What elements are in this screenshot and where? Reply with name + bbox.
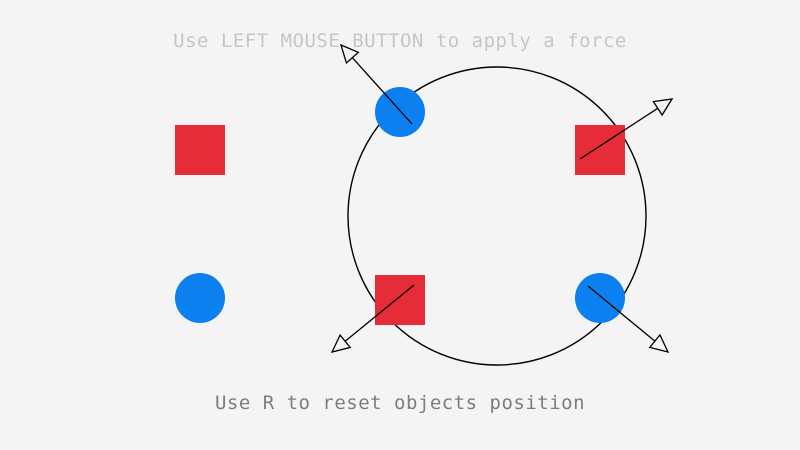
force-vector-shaft — [344, 284, 415, 342]
force-vector-arrowhead — [339, 43, 360, 65]
body-circle[interactable] — [175, 273, 225, 323]
force-vector-shaft — [579, 107, 659, 160]
force-vector — [330, 284, 415, 353]
force-vector-arrowhead — [648, 333, 670, 353]
force-vector — [587, 285, 670, 353]
boundary-ring-outline — [347, 66, 647, 366]
force-vectors-layer — [330, 43, 674, 353]
body-circle[interactable] — [375, 87, 425, 137]
force-vector-shaft — [587, 285, 656, 342]
force-vector — [339, 43, 413, 125]
force-vector — [579, 98, 674, 160]
force-vector-shaft — [351, 57, 413, 125]
body-square[interactable] — [375, 275, 425, 325]
body-circle[interactable] — [575, 273, 625, 323]
hint-reset-label: Use R to reset objects position — [214, 392, 586, 414]
body-square[interactable] — [175, 125, 225, 175]
force-vector-arrowhead — [652, 98, 674, 117]
hint-apply-force-label: Use LEFT MOUSE BUTTON to apply a force — [173, 30, 627, 52]
force-vector-arrowhead — [330, 333, 352, 353]
body-square[interactable] — [575, 125, 625, 175]
bodies-layer[interactable] — [175, 87, 625, 325]
